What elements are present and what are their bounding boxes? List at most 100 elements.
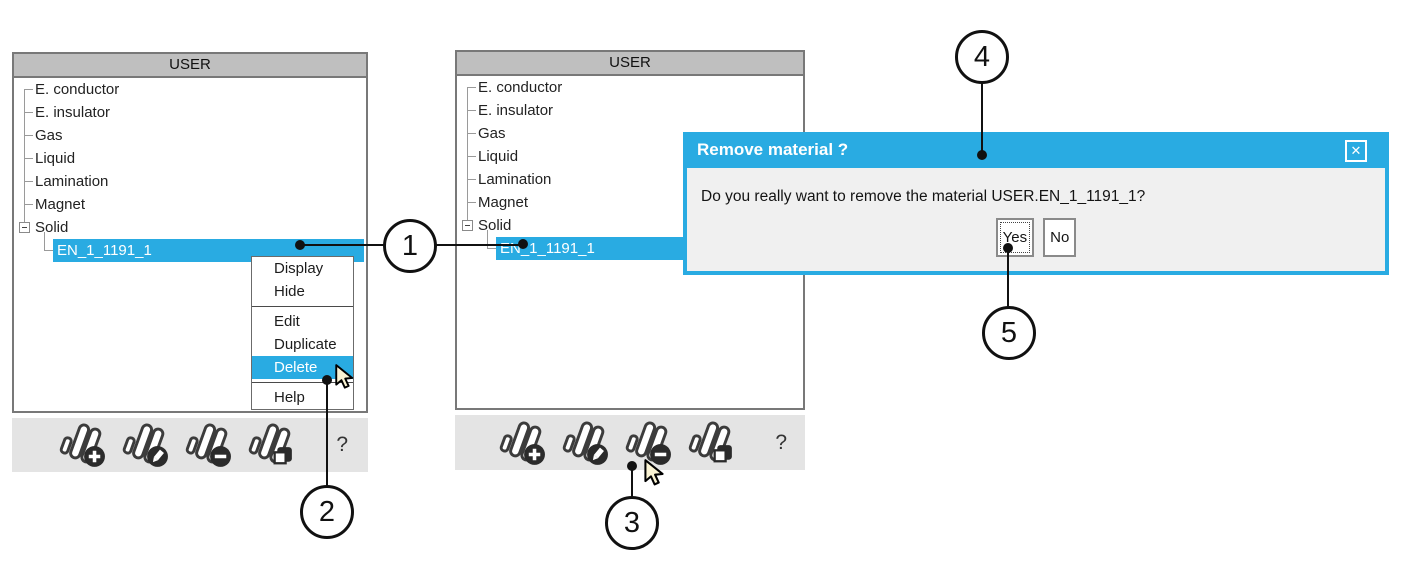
remove-material-dialog: Remove material ? ✕ Do you really want t… xyxy=(683,132,1389,275)
material-duplicate-icon xyxy=(685,419,737,467)
tree-item-magnet[interactable]: Magnet xyxy=(14,193,366,216)
tree-item-e-insulator[interactable]: E. insulator xyxy=(457,99,803,122)
help-button[interactable]: ? xyxy=(336,433,348,456)
callout-number: 3 xyxy=(623,506,641,539)
tree-tick xyxy=(467,133,476,134)
menu-item-duplicate[interactable]: Duplicate xyxy=(274,336,337,353)
menu-item-display[interactable]: Display xyxy=(274,260,324,277)
callout-1-dot-left xyxy=(295,240,305,250)
tree-elbow-line xyxy=(487,230,496,249)
material-duplicate-icon xyxy=(245,421,297,469)
tree-item-solid[interactable]: Solid xyxy=(14,216,366,239)
tree-item-label: Solid xyxy=(478,217,512,234)
tree-tick xyxy=(467,110,476,111)
tree-tick xyxy=(467,87,476,88)
tree-tick xyxy=(467,156,476,157)
callout-4-circle: 4 xyxy=(955,30,1009,84)
callout-5-line xyxy=(1007,248,1009,333)
menu-separator xyxy=(252,382,353,383)
material-delete-icon xyxy=(622,419,674,467)
cursor-arrow-icon xyxy=(334,364,361,396)
tree-item-label: Gas xyxy=(478,125,506,142)
tree-tick xyxy=(24,135,33,136)
panel-title: USER xyxy=(457,52,803,76)
dialog-title: Remove material ? xyxy=(697,140,849,159)
callout-1-circle: 1 xyxy=(383,219,437,273)
tree-tick xyxy=(24,112,33,113)
material-panel-right: USER E. conductor E. insulator Gas Liqui… xyxy=(455,50,805,410)
tree-item-label: Lamination xyxy=(35,173,109,190)
tree-tick xyxy=(24,181,33,182)
edit-material-button[interactable] xyxy=(559,419,611,467)
collapse-toggle-icon[interactable] xyxy=(19,222,30,233)
tree-tick xyxy=(467,179,476,180)
tree-item-label: Magnet xyxy=(35,196,86,213)
callout-5-dot xyxy=(1003,243,1013,253)
help-button[interactable]: ? xyxy=(775,430,787,454)
material-edit-icon xyxy=(559,419,611,467)
tree-item-magnet[interactable]: Magnet xyxy=(457,191,803,214)
callout-number: 1 xyxy=(401,229,419,262)
tree-item-liquid[interactable]: Liquid xyxy=(457,145,803,168)
callout-number: 4 xyxy=(973,40,991,73)
tree-tick xyxy=(467,202,476,203)
callout-2-line xyxy=(326,380,328,512)
cursor-arrow-icon xyxy=(643,459,672,493)
tree-tick xyxy=(24,204,33,205)
tree-item-label: Lamination xyxy=(478,171,552,188)
callout-number: 5 xyxy=(1000,316,1018,349)
callout-3-line xyxy=(631,466,633,523)
callout-2-circle: 2 xyxy=(300,485,354,539)
tree-item-label: E. insulator xyxy=(478,102,554,119)
tree-item-lamination[interactable]: Lamination xyxy=(14,170,366,193)
duplicate-material-button[interactable] xyxy=(245,421,297,469)
duplicate-material-button[interactable] xyxy=(685,419,737,467)
add-material-button[interactable] xyxy=(56,421,108,469)
material-toolbar-right: ? xyxy=(455,415,805,470)
menu-item-hide[interactable]: Hide xyxy=(274,283,305,300)
tree-item-label: Liquid xyxy=(35,150,76,167)
edit-material-button[interactable] xyxy=(119,421,171,469)
tree-item-lamination[interactable]: Lamination xyxy=(457,168,803,191)
tree-item-label: E. conductor xyxy=(35,81,120,98)
menu-item-help[interactable]: Help xyxy=(274,389,305,406)
material-add-icon xyxy=(56,421,108,469)
callout-3-dot xyxy=(627,461,637,471)
tree-elbow-line xyxy=(44,232,53,251)
tree-tick xyxy=(24,158,33,159)
tree-item-e-conductor[interactable]: E. conductor xyxy=(457,76,803,99)
material-toolbar-left: ? xyxy=(12,418,368,472)
delete-material-button[interactable] xyxy=(622,419,674,467)
callout-4-line xyxy=(981,57,983,155)
tree-item-label: Magnet xyxy=(478,194,529,211)
tree-item-gas[interactable]: Gas xyxy=(14,124,366,147)
tree-tick xyxy=(24,89,33,90)
dialog-buttons: Yes No xyxy=(687,218,1385,257)
tree-item-e-conductor[interactable]: E. conductor xyxy=(14,78,366,101)
dialog-message: Do you really want to remove the materia… xyxy=(701,188,1146,205)
yes-button[interactable]: Yes xyxy=(995,218,1035,257)
tree-item-label: E. insulator xyxy=(35,104,111,121)
delete-material-button[interactable] xyxy=(182,421,234,469)
no-button[interactable]: No xyxy=(1043,218,1077,257)
collapse-toggle-icon[interactable] xyxy=(462,220,473,231)
tree-item-solid[interactable]: Solid xyxy=(457,214,803,237)
callout-1-dot-right xyxy=(518,239,528,249)
tree-item-liquid[interactable]: Liquid xyxy=(14,147,366,170)
callout-3-circle: 3 xyxy=(605,496,659,550)
material-delete-icon xyxy=(182,421,234,469)
close-icon[interactable]: ✕ xyxy=(1345,140,1367,162)
context-menu: Display Hide Edit Duplicate Delete Help xyxy=(251,256,354,410)
callout-5-circle: 5 xyxy=(982,306,1036,360)
tree-item-e-insulator[interactable]: E. insulator xyxy=(14,101,366,124)
material-add-icon xyxy=(496,419,548,467)
menu-separator xyxy=(252,306,353,307)
tree-item-label: Liquid xyxy=(478,148,519,165)
menu-item-edit[interactable]: Edit xyxy=(274,313,300,330)
callout-2-dot xyxy=(322,375,332,385)
tree-item-label: E. conductor xyxy=(478,79,563,96)
menu-item-delete[interactable]: Delete xyxy=(252,356,353,379)
add-material-button[interactable] xyxy=(496,419,548,467)
tree-item-gas[interactable]: Gas xyxy=(457,122,803,145)
